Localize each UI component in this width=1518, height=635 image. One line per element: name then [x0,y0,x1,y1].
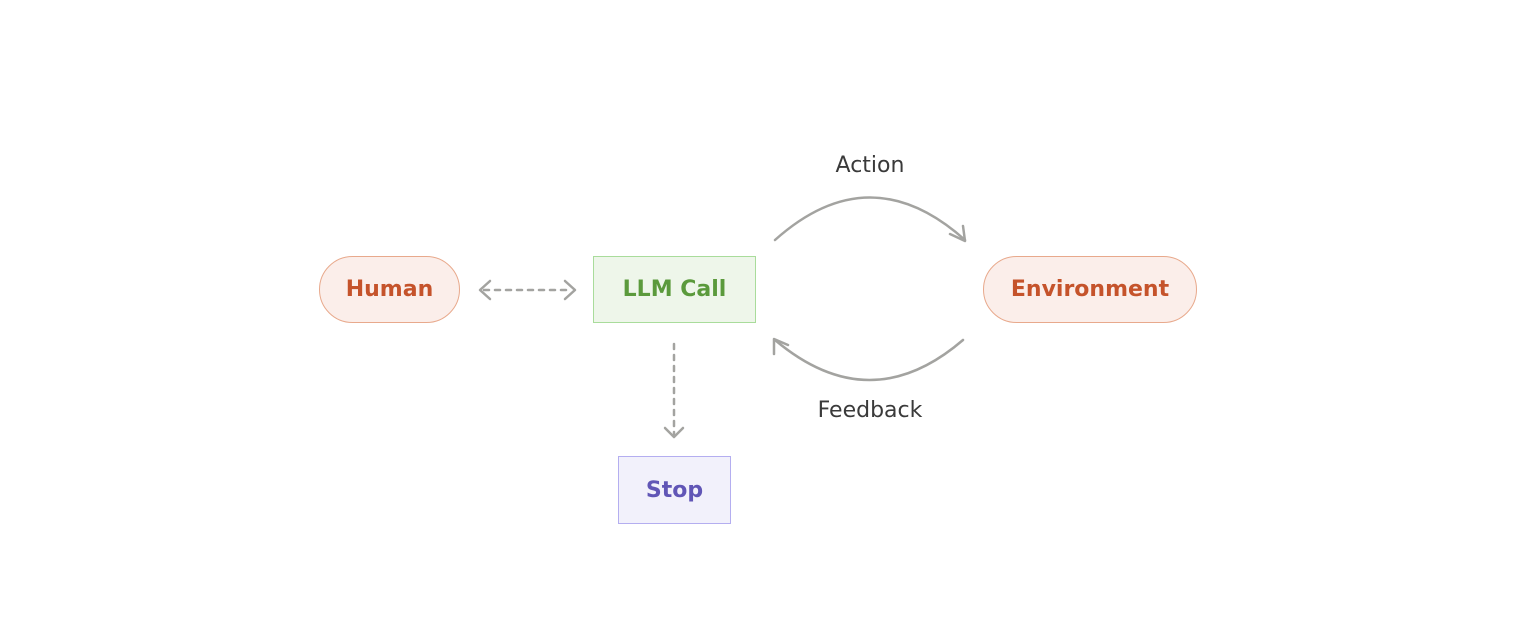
llm-call-label: LLM Call [622,277,727,302]
feedback-label: Feedback [817,398,923,423]
feedback-arrow [772,337,965,382]
human-node: Human [319,256,460,323]
environment-label: Environment [1010,277,1170,302]
environment-node: Environment [983,256,1197,323]
llm-call-node: LLM Call [593,256,756,323]
stop-label: Stop [645,477,704,503]
llm-stop-arrow [663,342,685,439]
human-llm-arrow [478,279,577,301]
action-label: Action [835,153,905,178]
action-arrow [773,196,967,243]
human-label: Human [345,277,434,302]
stop-node: Stop [618,456,731,524]
